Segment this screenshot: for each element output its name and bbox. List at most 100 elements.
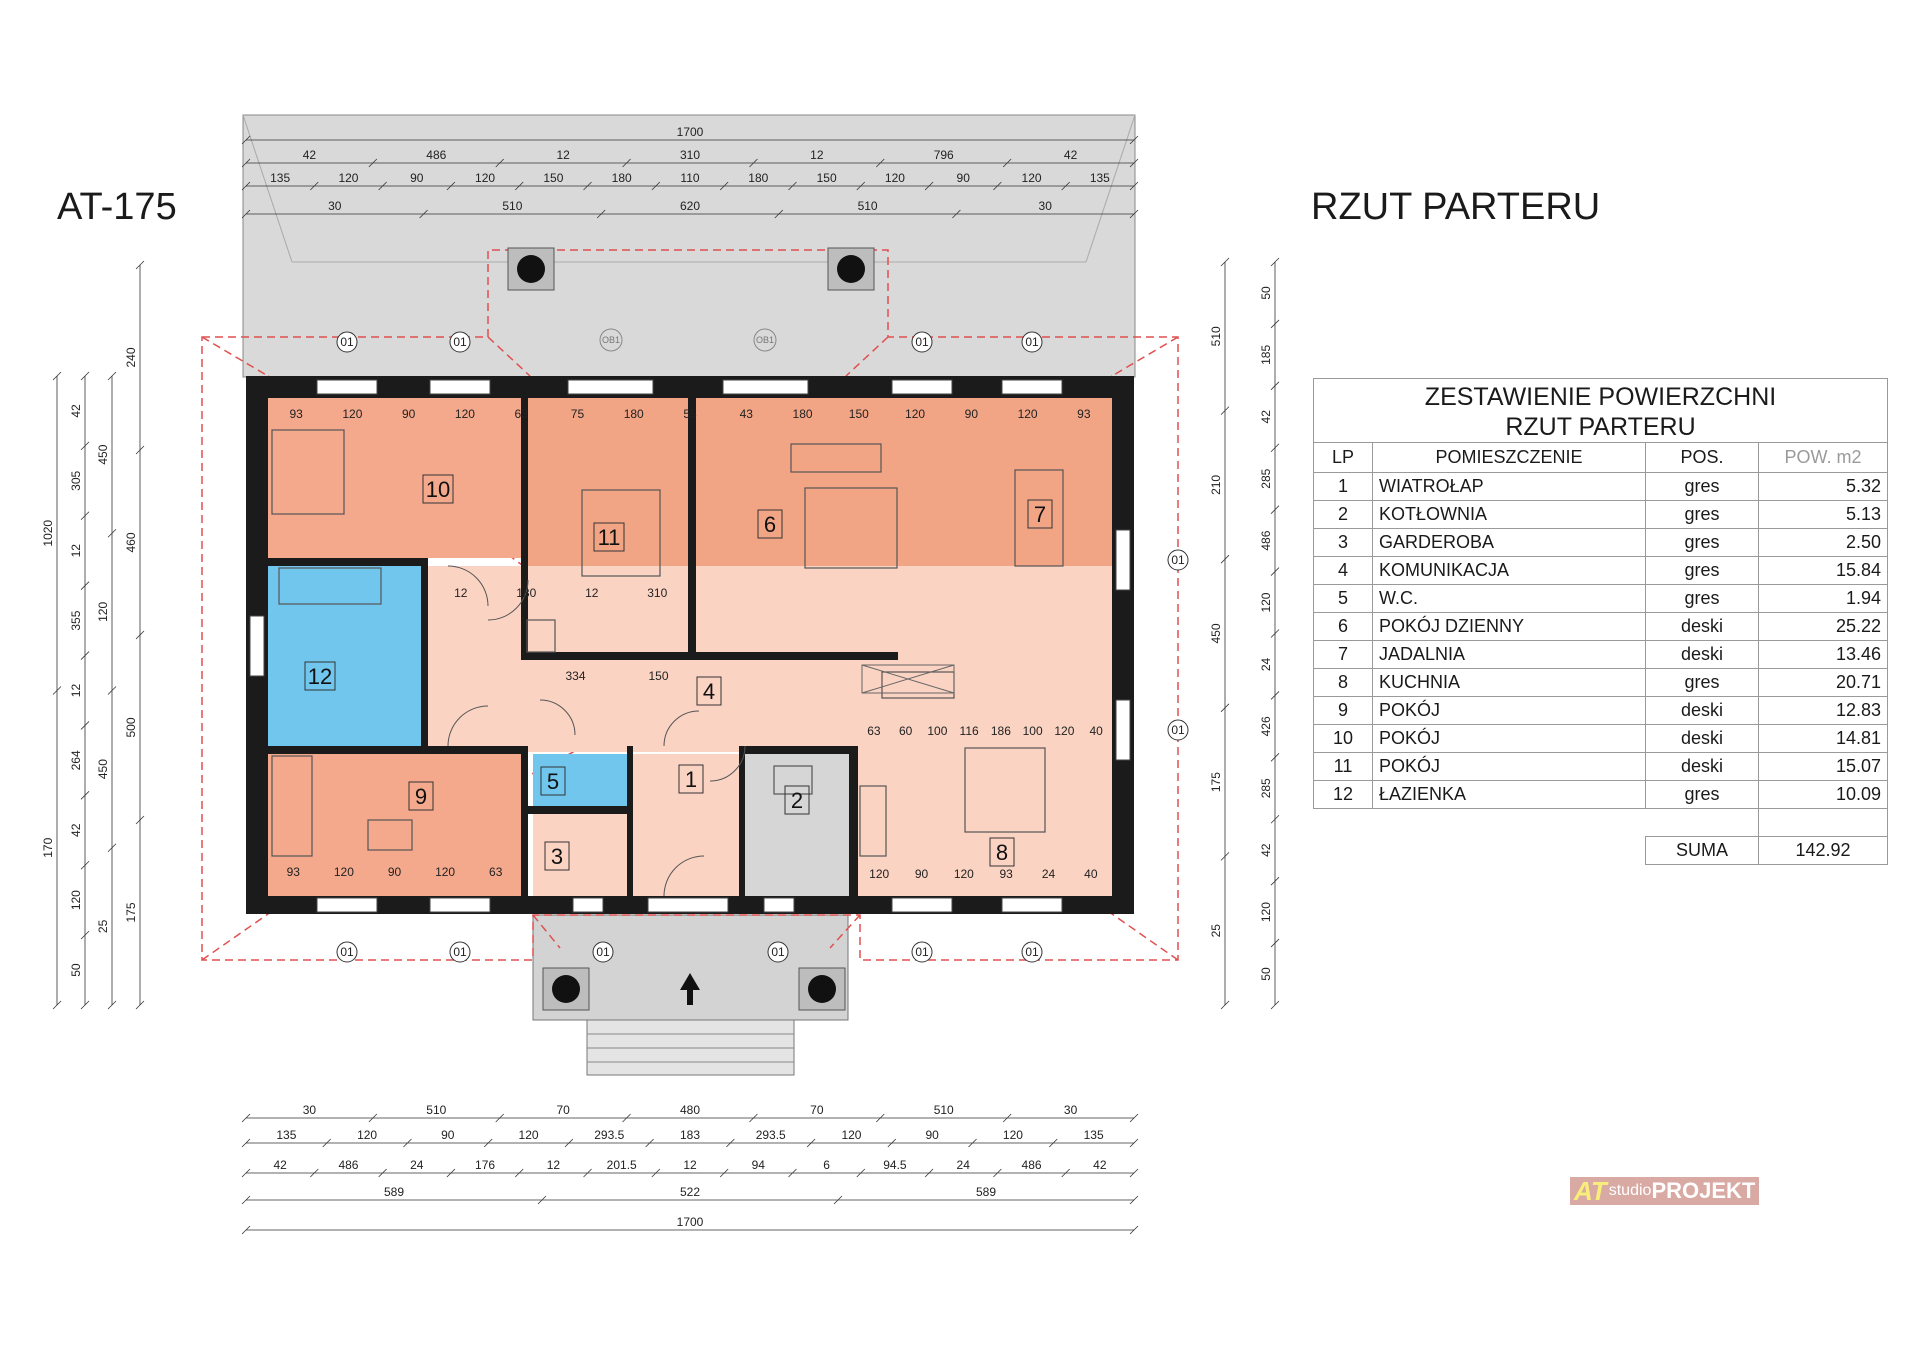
interior-dim-label: 120 [334, 865, 354, 879]
dim-tick [80, 721, 90, 730]
dim-label: 796 [934, 148, 954, 162]
dim-label: 355 [69, 610, 83, 630]
dim-tick [1220, 406, 1230, 415]
dim-label: 120 [1259, 902, 1273, 922]
dim-tick [1129, 135, 1139, 145]
room-8-fill [858, 660, 1112, 896]
interior-dim-label: 90 [915, 867, 929, 881]
dim-tick [241, 181, 251, 191]
dim-tick [368, 158, 378, 168]
cell-lp: 1 [1313, 472, 1373, 501]
dim-tick [564, 1138, 574, 1148]
interior-dim-label: 90 [965, 407, 979, 421]
cell-lp: 6 [1313, 612, 1373, 641]
drawing-title: RZUT PARTERU [1311, 186, 1601, 228]
dim-label: 30 [303, 1103, 317, 1117]
dim-label: 120 [841, 1128, 861, 1142]
dim-label: 293.5 [756, 1128, 786, 1142]
svg-text:4: 4 [703, 679, 715, 704]
window-tag: 01 [336, 331, 358, 353]
dim-label: 42 [69, 823, 83, 837]
dim-tick [241, 158, 251, 168]
dim-label: 12 [810, 148, 824, 162]
studio-logo: AT studio PROJEKT [1570, 1176, 1760, 1206]
window-tag: 01 [336, 941, 358, 963]
door-swings [447, 565, 746, 897]
svg-text:OB1: OB1 [602, 335, 620, 345]
cell-pos: gres [1645, 500, 1759, 529]
window-tag-label: 01 [453, 945, 467, 959]
dim-tick [645, 1138, 654, 1148]
dim-tick [651, 181, 661, 191]
dim-label: 90 [441, 1128, 455, 1142]
cell-lp: 10 [1313, 724, 1373, 753]
dim-label: 120 [519, 1128, 539, 1142]
window-tag: 01 [592, 941, 614, 963]
dim-tick [80, 860, 90, 870]
dim-label: 486 [338, 1158, 358, 1172]
dim-label: 240 [124, 347, 138, 367]
cell-lp: 5 [1313, 584, 1373, 613]
cell-lp: 3 [1313, 528, 1373, 557]
dim-label: 6 [823, 1158, 830, 1172]
dim-tick [1129, 181, 1139, 191]
interior-dim-label: 75 [571, 407, 585, 421]
dim-tick [1129, 209, 1139, 219]
dim-tick [1270, 1000, 1280, 1010]
dim-tick [241, 1225, 251, 1235]
window-tag-label: 01 [596, 945, 610, 959]
cell-room: GARDEROBA [1372, 528, 1646, 557]
cell-room: ŁAZIENKA [1372, 780, 1646, 809]
interior-dim-label: 120 [342, 407, 362, 421]
dim-tick [856, 181, 866, 191]
interior-dim-label: 40 [1084, 867, 1098, 881]
dim-label: 180 [612, 171, 632, 185]
dim-tick [310, 1168, 319, 1178]
table-title-line2: RZUT PARTERU [1505, 413, 1696, 441]
dim-tick [514, 181, 524, 191]
dim-tick [241, 1138, 251, 1148]
window-tag: 01 [1167, 549, 1189, 571]
dim-tick [241, 209, 251, 219]
dim-tick [52, 686, 62, 695]
dim-tick [310, 181, 319, 191]
dim-tick [80, 791, 90, 800]
dim-label: 135 [1084, 1128, 1104, 1142]
dim-label: 24 [1259, 657, 1273, 671]
dim-tick [80, 1000, 90, 1010]
dim-tick [419, 209, 428, 219]
interior-dim-label: 180 [793, 407, 813, 421]
dim-tick [596, 209, 606, 219]
dim-tick [622, 158, 631, 168]
window-tag-label: 01 [771, 945, 785, 959]
svg-text:8: 8 [996, 840, 1008, 865]
dim-label: 50 [1259, 967, 1273, 981]
dim-label: 293.5 [594, 1128, 624, 1142]
interior-dim-label: 93 [287, 865, 301, 879]
room-label-9: 9 [408, 781, 434, 811]
dim-label: 175 [124, 902, 138, 922]
cell-lp: 4 [1313, 556, 1373, 585]
room-number-labels: 1 2 3 4 5 6 7 8 9 10 11 12 [304, 474, 1053, 871]
dim-label: 12 [69, 544, 83, 558]
col-area: POW. m2 [1758, 442, 1888, 473]
svg-text:OB1: OB1 [756, 335, 774, 345]
dim-tick [80, 511, 90, 521]
dim-tick [887, 1138, 897, 1148]
dim-tick [1270, 691, 1280, 700]
table-spacer-row [1314, 808, 1888, 837]
dim-tick [495, 1113, 504, 1123]
interior-dim-label: 334 [565, 669, 585, 683]
room-label-7: 7 [1027, 499, 1053, 529]
dim-tick [80, 441, 90, 451]
dim-label: 183 [680, 1128, 700, 1142]
interior-dim-label: 120 [954, 867, 974, 881]
dim-tick [1270, 876, 1280, 886]
dim-label: 450 [96, 444, 110, 464]
dim-tick [80, 651, 90, 660]
room-label-5: 5 [540, 766, 566, 796]
